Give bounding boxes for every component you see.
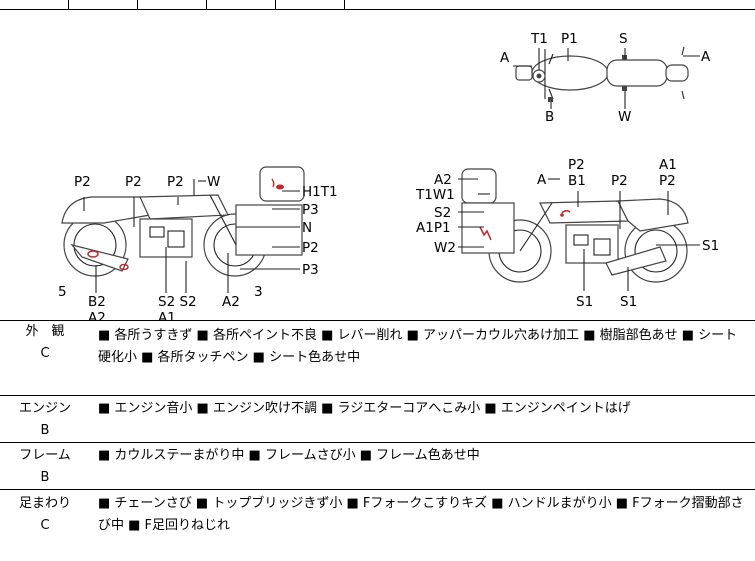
right-marker-1 xyxy=(479,226,492,241)
section-suspension: 足まわり C ■ チェーンさび ■ トップブリッジきず小 ■ Fフォークこすりキ… xyxy=(0,490,755,561)
lbl-left-p2-d: P2 xyxy=(302,240,319,256)
section-frame-header: フレーム B xyxy=(0,445,90,489)
left-muffler xyxy=(70,243,129,272)
right-side-view: A2 T1W1 S2 A1P1 W2 A P2 B1 P2 A1 P2 S1 S… xyxy=(415,157,719,310)
lbl-right-s1-b: S1 xyxy=(620,294,637,310)
lbl-top-p1: P1 xyxy=(561,31,578,47)
right-rear-cowl xyxy=(617,198,689,232)
lbl-left-5: 5 xyxy=(58,284,67,300)
section-engine-header: エンジン B xyxy=(0,398,90,442)
section-frame: フレーム B ■ カウルステーまがり中 ■ フレームさび小 ■ フレーム色あせ中 xyxy=(0,443,755,490)
lbl-left-p2-a: P2 xyxy=(74,174,91,190)
lbl-right-a1: A1 xyxy=(659,157,677,173)
lbl-right-p2-right: P2 xyxy=(659,173,676,189)
lbl-left-n: N xyxy=(302,220,312,236)
section-engine-name: エンジン xyxy=(18,401,71,416)
lbl-top-b: B xyxy=(545,109,554,125)
section-exterior: 外 観 C ■ 各所うすきず ■ 各所ペイント不良 ■ レバー削れ ■ アッパー… xyxy=(0,321,755,396)
top-tail xyxy=(665,64,689,82)
lbl-left-a2-a: A2 xyxy=(88,310,106,320)
lbl-top-a-right: A xyxy=(701,49,711,65)
section-frame-name: フレーム xyxy=(19,448,71,463)
right-tank xyxy=(539,200,629,224)
lbl-right-w2: W2 xyxy=(434,240,456,256)
section-exterior-grade: C xyxy=(40,346,50,361)
left-rear-cowl xyxy=(61,196,151,224)
lbl-right-t1w1: T1W1 xyxy=(415,187,455,203)
lbl-right-a1p1: A1P1 xyxy=(416,220,451,236)
section-suspension-grade: C xyxy=(40,518,50,533)
left-marker-3 xyxy=(276,184,284,190)
lbl-right-s2: S2 xyxy=(434,205,451,221)
lbl-left-p3-a: P3 xyxy=(302,202,319,218)
lbl-left-w: W xyxy=(207,174,220,190)
lbl-left-p3-b: P3 xyxy=(302,262,319,278)
lbl-left-p2-b: P2 xyxy=(125,174,142,190)
right-marker-2 xyxy=(561,209,571,214)
lbl-left-a1: A1 xyxy=(158,310,176,320)
lbl-left-h1t1: H1T1 xyxy=(302,184,338,200)
section-exterior-name: 外 観 xyxy=(25,324,65,339)
lbl-right-a: A xyxy=(537,172,547,188)
right-muffler xyxy=(605,246,667,276)
right-front-fairing xyxy=(461,202,515,254)
left-marker-2 xyxy=(119,263,129,271)
lbl-top-w: W xyxy=(618,109,631,125)
lbl-top-t1: T1 xyxy=(530,31,548,47)
top-table-edge xyxy=(0,0,755,10)
section-exterior-text: ■ 各所うすきず ■ 各所ペイント不良 ■ レバー削れ ■ アッパーカウル穴あけ… xyxy=(98,328,738,365)
section-engine-grade: B xyxy=(40,423,50,438)
top-headlight xyxy=(515,65,533,81)
lbl-left-3: 3 xyxy=(254,284,263,300)
lbl-right-s1-right: S1 xyxy=(702,238,719,254)
section-frame-text: ■ カウルステーまがり中 ■ フレームさび小 ■ フレーム色あせ中 xyxy=(98,448,480,463)
left-marker-1 xyxy=(87,250,99,258)
lbl-right-p2-top: P2 xyxy=(568,157,585,173)
section-frame-grade: B xyxy=(40,470,50,485)
left-cowl xyxy=(259,166,305,202)
left-side-view: P2 P2 P2 W H1T1 P3 N P2 P3 5 B2 A2 S2 S2… xyxy=(58,166,338,320)
motorcycle-diagram-svg: A T1 P1 S A B W xyxy=(58,31,719,320)
section-suspension-text: ■ チェーンさび ■ トップブリッジきず小 ■ Fフォークこすりキズ ■ ハンド… xyxy=(98,496,744,533)
section-exterior-header: 外 観 C xyxy=(0,321,90,365)
top-seat xyxy=(606,59,668,87)
lbl-right-p2-mid: P2 xyxy=(611,173,628,189)
section-suspension-name: 足まわり xyxy=(18,496,71,511)
left-tank xyxy=(139,194,229,220)
lbl-top-s: S xyxy=(619,31,628,47)
section-engine: エンジン B ■ エンジン音小 ■ エンジン吹け不調 ■ ラジエターコアへこみ小… xyxy=(0,396,755,443)
damage-diagram: A T1 P1 S A B W xyxy=(0,9,755,321)
right-cowl xyxy=(461,168,497,204)
lbl-left-a2-b: A2 xyxy=(222,294,240,310)
section-engine-text: ■ エンジン音小 ■ エンジン吹け不調 ■ ラジエターコアへこみ小 ■ エンジン… xyxy=(98,401,631,416)
section-suspension-header: 足まわり C xyxy=(0,493,90,537)
lbl-left-p2-c: P2 xyxy=(167,174,184,190)
lbl-left-b2: B2 xyxy=(88,294,106,310)
lbl-right-b1: B1 xyxy=(568,173,586,189)
lbl-right-a2: A2 xyxy=(434,172,452,188)
lbl-top-a-left: A xyxy=(500,50,510,66)
lbl-left-s2s2: S2 S2 xyxy=(158,294,197,310)
top-view: A T1 P1 S A B W xyxy=(500,31,711,125)
right-engine xyxy=(565,224,619,264)
lbl-right-s1-a: S1 xyxy=(576,294,593,310)
